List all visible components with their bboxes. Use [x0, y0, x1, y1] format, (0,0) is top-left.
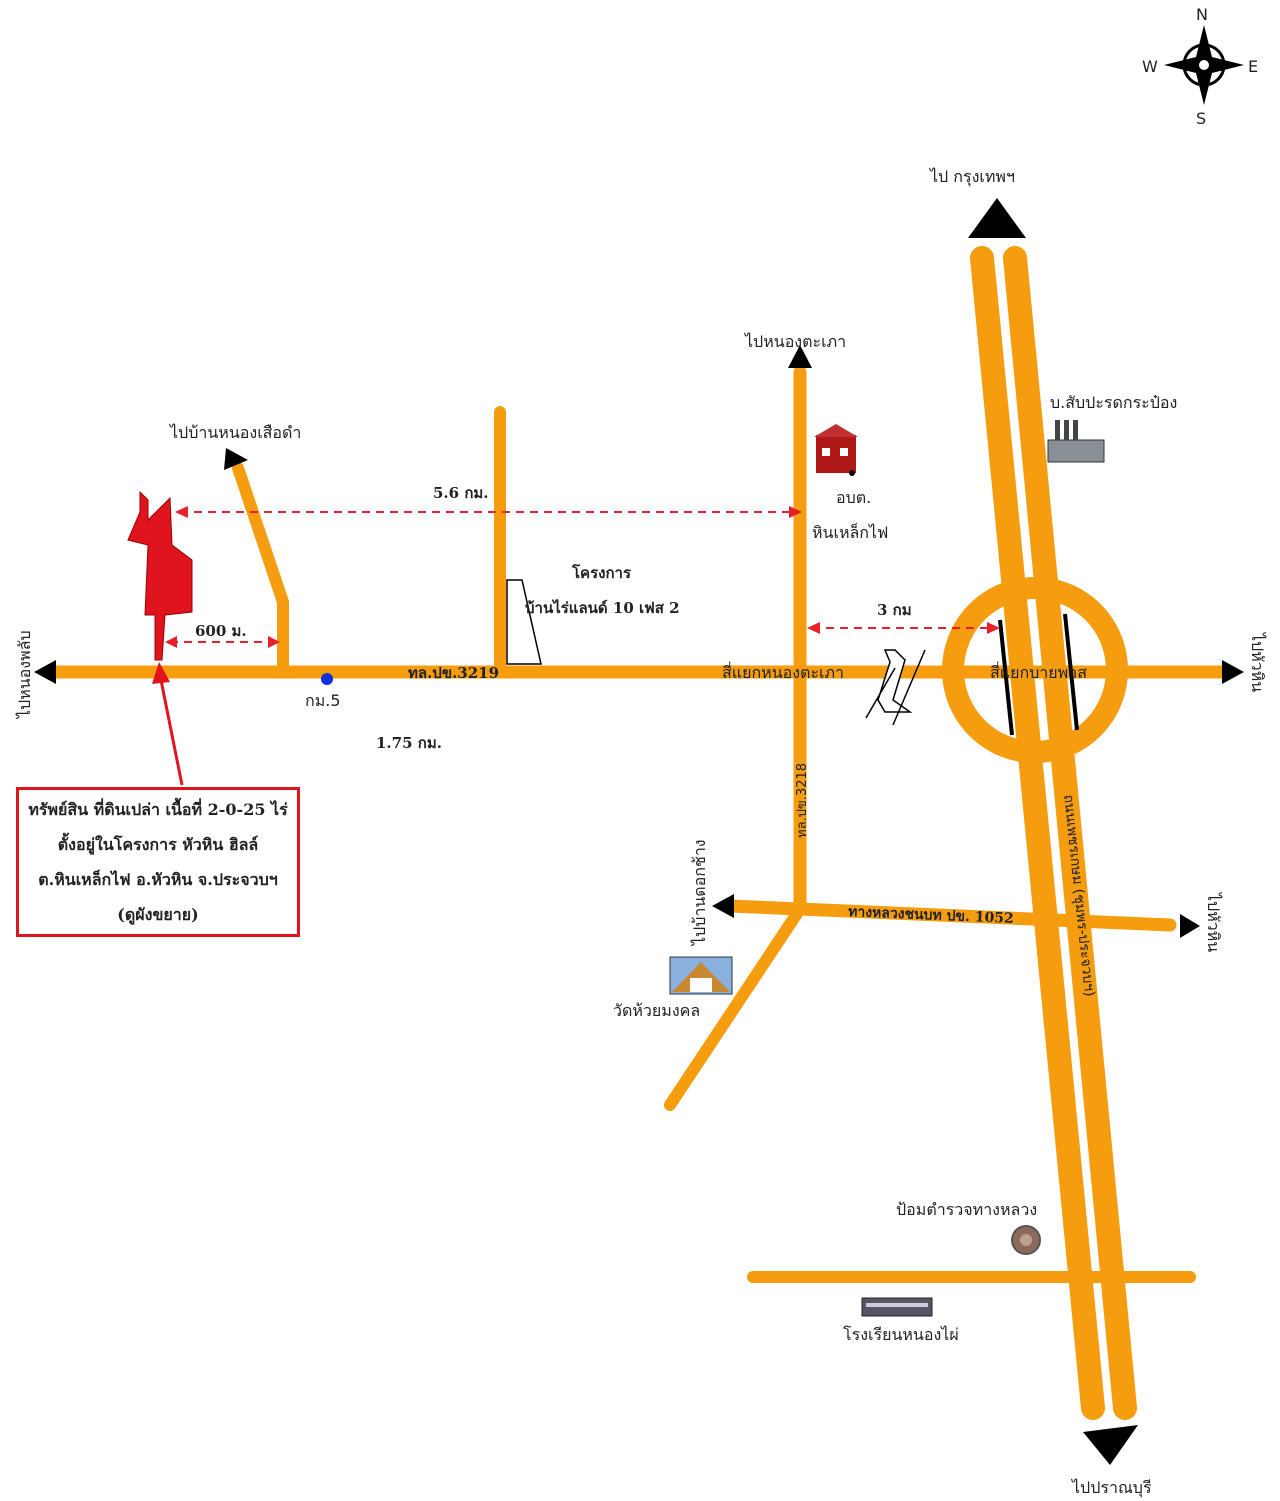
obt-label-2: หินเหล็กไฟ	[812, 522, 888, 542]
temple-label: วัดห้วยมงคล	[613, 1001, 700, 1020]
property-line-1: ทรัพย์สิน ที่ดินเปล่า เนื้อที่ 2-0-25 ไร…	[28, 800, 288, 819]
distance-600m: 600 ม.	[195, 622, 247, 640]
km5-marker	[321, 673, 333, 685]
label-road-3218: ทล.ปข.3218	[795, 763, 810, 838]
arrow-hua-hin-1052-icon	[1180, 914, 1200, 938]
school-label: โรงเรียนหนองไผ่	[843, 1325, 959, 1344]
obt-building-icon	[814, 424, 858, 476]
roundabout	[942, 577, 1128, 763]
km5-label: กม.5	[305, 691, 341, 710]
arrow-nong-suea-dam-icon	[224, 448, 248, 470]
factory-icon	[1047, 420, 1105, 463]
compass-icon: N S E W	[1142, 5, 1258, 128]
label-to-nong-suea-dam: ไปบ้านหนองเสือดำ	[168, 423, 301, 442]
distance-1-75km: 1.75 กม.	[376, 734, 442, 752]
label-to-bangkok: ไป กรุงเทพฯ	[928, 167, 1015, 187]
property-line-2: ตั้งอยู่ในโครงการ หัวหิน ฮิลล์	[57, 835, 259, 854]
distance-5-6km: 5.6 กม.	[433, 484, 489, 502]
police-label: ป้อมตำรวจทางหลวง	[896, 1200, 1037, 1219]
temple-icon	[669, 956, 733, 995]
highway-lane-west	[970, 246, 1105, 1420]
property-line-3: ต.หินเหล็กไฟ อ.หัวหิน จ.ประจวบฯ	[38, 870, 278, 889]
label-to-nong-takhao: ไปหนองตะเภา	[743, 332, 846, 351]
property-plot	[127, 490, 193, 661]
label-road-1052: ทางหลวงชนบท ปข. 1052	[848, 904, 1014, 927]
label-to-hua-hin: ไปหัวหิน	[1248, 631, 1267, 692]
arrow-pranburi-icon	[1083, 1425, 1138, 1465]
property-info-box: ทรัพย์สิน ที่ดินเปล่า เนื้อที่ 2-0-25 ไร…	[16, 787, 300, 937]
arrow-dok-chang-icon	[712, 894, 734, 918]
label-junction-bai-phat: สี่แยกบายพาส	[990, 661, 1087, 682]
compass-w: W	[1142, 57, 1158, 76]
highway-lane-east	[1003, 246, 1137, 1420]
label-to-hua-hin-1052: ไปหัวหิน	[1204, 891, 1223, 952]
property-pointer-arrow	[159, 679, 184, 786]
label-to-pranburi: ไปปราณบุรี	[1070, 1478, 1152, 1498]
school-icon	[861, 1297, 933, 1317]
direction-arrows	[34, 198, 1244, 1465]
arrow-east-icon	[1222, 660, 1244, 684]
police-box-icon	[1011, 1225, 1041, 1255]
label-road-3219: ทล.ปข.3219	[408, 664, 499, 682]
arrow-west-icon	[34, 660, 56, 684]
project-label-1: โครงการ	[571, 563, 632, 582]
road-1052	[723, 899, 1177, 932]
factory-label: บ.สับปะรดกระป๋อง	[1050, 393, 1177, 412]
arrow-bangkok-icon	[968, 198, 1026, 238]
project-label-2: บ้านไร่แลนด์ 10 เฟส 2	[525, 598, 680, 617]
arrow-nong-takhao-icon	[788, 345, 812, 368]
road-break-icon	[865, 649, 926, 726]
compass-n: N	[1196, 5, 1208, 24]
project-plot	[506, 579, 542, 665]
label-to-dok-chang: ไปบ้านดอกช้าง	[690, 839, 709, 947]
label-to-nong-phlap: ไปหนองพลับ	[15, 630, 34, 720]
obt-label-1: อบต.	[836, 488, 871, 507]
property-line-4: (ดูผังขยาย)	[117, 905, 199, 924]
compass-s: S	[1196, 109, 1206, 128]
road-temple	[664, 906, 804, 1111]
compass-e: E	[1248, 57, 1258, 76]
label-junction-nong-takhao: สี่แยกหนองตะเภา	[722, 661, 844, 682]
distance-3km: 3 กม	[877, 601, 912, 619]
roads	[43, 246, 1232, 1420]
